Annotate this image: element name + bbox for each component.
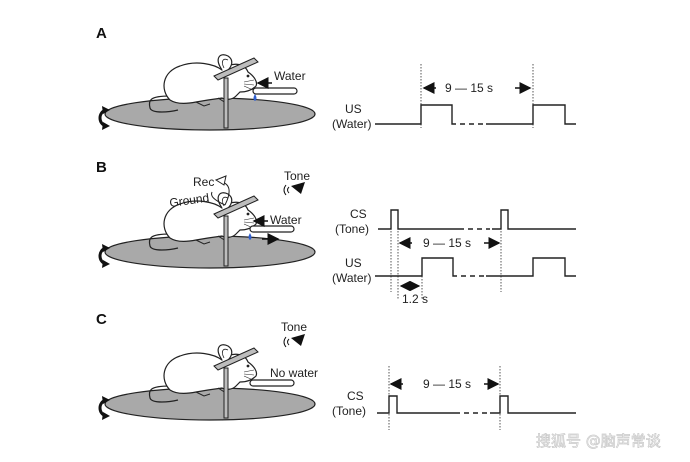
speaker-icon: [283, 333, 306, 348]
tone-label-b: Tone: [284, 169, 310, 183]
us-waveform-b-2: [486, 257, 576, 277]
water-spout-b: [249, 225, 295, 233]
interval-label-c: 9 — 15 s: [423, 377, 471, 391]
water-label-b: Water: [270, 213, 302, 227]
water-spout-c: [249, 379, 295, 387]
water-label-c: No water: [270, 366, 318, 380]
us-waveform-b: [375, 257, 457, 277]
water-spout-a: [252, 87, 298, 95]
us-waveform-a: [375, 104, 456, 125]
interval-label-a: 9 — 15 s: [445, 81, 493, 95]
mouse-apparatus-c: No water Tone: [98, 320, 318, 422]
watermark: 搜狐号 @脑声常谈: [536, 432, 661, 450]
us-waveform-a-2: [486, 104, 576, 125]
signal-sub-cs-b: (Tone): [335, 222, 369, 236]
rec-label: Rec: [193, 175, 214, 189]
water-drop-icon: [248, 233, 252, 240]
mouse-apparatus-b: Water Rec Ground Tone: [98, 169, 316, 270]
timing-diagram-b: 9 — 15 s CS (Tone) US (Water) 1.2 s: [332, 207, 576, 306]
signal-sub-cs-c: (Tone): [332, 404, 366, 418]
signal-name-us-b: US: [345, 256, 362, 270]
panel-b: B Water Rec Ground Tone 9 — 15 s CS: [96, 159, 576, 306]
ground-label: Ground: [168, 191, 210, 210]
signal-sub-us-b: (Water): [332, 271, 372, 285]
timing-diagram-a: 9 — 15 s US (Water): [332, 64, 576, 131]
panel-label-a: A: [96, 25, 107, 42]
cs-waveform-b: [378, 209, 464, 230]
panel-c: C No water Tone 9 — 15 s CS (Tone): [96, 311, 576, 430]
speaker-icon: [283, 181, 306, 196]
timing-diagram-c: 9 — 15 s CS (Tone): [332, 366, 576, 430]
signal-name-cs-c: CS: [347, 389, 364, 403]
panel-label-b: B: [96, 159, 107, 176]
cs-waveform-c: [377, 395, 460, 414]
delay-label-b: 1.2 s: [402, 292, 428, 306]
panel-a: A Water 9 — 15 s US (Water): [96, 25, 576, 132]
signal-name-cs-b: CS: [350, 207, 367, 221]
water-drop-icon: [253, 94, 257, 101]
cs-waveform-c-2: [490, 395, 576, 414]
panel-label-c: C: [96, 311, 107, 328]
signal-name-us-a: US: [345, 102, 362, 116]
interval-label-b: 9 — 15 s: [423, 236, 471, 250]
water-label-a: Water: [274, 69, 306, 83]
mouse-apparatus-a: Water: [98, 54, 316, 132]
cs-waveform-b-2: [492, 209, 576, 230]
tone-label-c: Tone: [281, 320, 307, 334]
signal-sub-us-a: (Water): [332, 117, 372, 131]
